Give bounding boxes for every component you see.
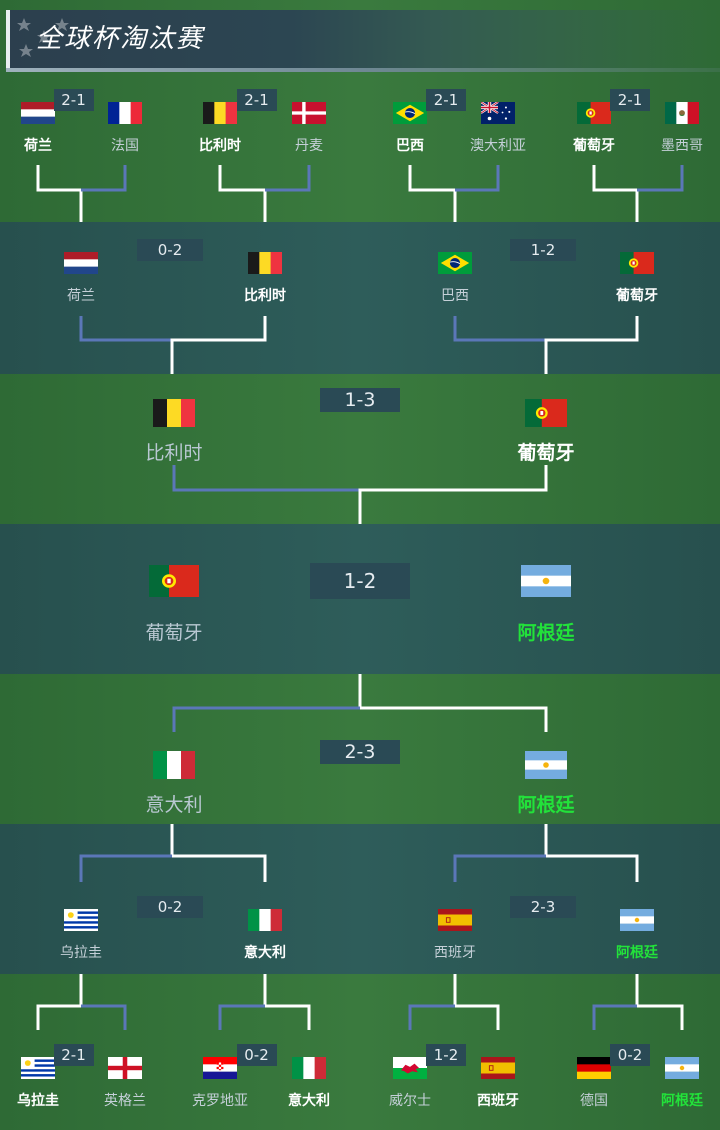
flag-pt-icon	[577, 102, 611, 124]
flag-fr-icon	[108, 102, 142, 124]
match-score: 0-2	[137, 239, 203, 261]
flag-ar-icon	[521, 565, 571, 597]
team-name: 阿根廷	[661, 1092, 703, 1109]
match-score: 2-1	[53, 89, 94, 111]
team-name: 比利时	[244, 287, 286, 304]
team-name: 荷兰	[24, 137, 52, 154]
team-name: 德国	[580, 1092, 608, 1109]
team-name: 法国	[111, 137, 139, 154]
team-name: 葡萄牙	[616, 287, 658, 304]
team-name: 阿根廷	[616, 944, 658, 961]
flag-au-icon	[481, 102, 515, 124]
flag-ar-icon	[525, 751, 567, 779]
team-name: 西班牙	[434, 944, 476, 961]
flag-mx-icon	[665, 102, 699, 124]
stars-decoration	[17, 18, 69, 57]
flag-br-icon	[438, 252, 472, 274]
flag-ar-icon	[620, 909, 654, 931]
team-name: 意大利	[145, 793, 203, 816]
flag-be-icon	[248, 252, 282, 274]
team-name: 荷兰	[67, 287, 95, 304]
match-score: 2-1	[426, 89, 466, 111]
flag-pt-icon	[620, 252, 654, 274]
team-name: 意大利	[288, 1092, 330, 1109]
flag-pt-icon	[525, 399, 567, 427]
team-name: 丹麦	[295, 137, 323, 154]
flag-it-icon	[292, 1057, 326, 1079]
flag-ar-icon	[665, 1057, 699, 1079]
flag-br-icon	[393, 102, 427, 124]
team-name: 葡萄牙	[573, 137, 615, 154]
team-name: 巴西	[396, 137, 424, 154]
final-band	[0, 524, 720, 674]
team-name: 比利时	[145, 441, 203, 464]
match-score: 0-2	[236, 1044, 277, 1066]
flag-pt-icon	[149, 565, 199, 597]
team-name: 威尔士	[389, 1092, 431, 1109]
header-accent-bar	[6, 10, 10, 72]
flag-uy-icon	[64, 909, 98, 931]
flag-it-icon	[248, 909, 282, 931]
quarterfinal-bottom-band	[0, 824, 720, 974]
flag-it-icon	[153, 751, 195, 779]
quarterfinal-top-band	[0, 222, 720, 374]
round-of-16-bottom-band	[0, 974, 720, 1130]
team-name: 英格兰	[104, 1092, 146, 1109]
page-title: 全球杯淘汰赛	[36, 24, 205, 54]
match-score: 2-3	[510, 896, 576, 918]
match-score: 1-2	[310, 563, 410, 599]
team-name: 西班牙	[477, 1092, 519, 1109]
team-name: 阿根廷	[517, 793, 575, 816]
match-score: 2-1	[53, 1044, 94, 1066]
flag-dk-icon	[292, 102, 326, 124]
team-name: 巴西	[441, 287, 469, 304]
match-score: 1-2	[510, 239, 576, 261]
match-score: 2-1	[236, 89, 277, 111]
team-name: 澳大利亚	[470, 137, 526, 154]
flag-es-icon	[438, 909, 472, 931]
flag-nl-icon	[64, 252, 98, 274]
flag-hr-icon	[203, 1057, 237, 1079]
match-score: 0-2	[137, 896, 203, 918]
match-score: 2-1	[610, 89, 650, 111]
match-score: 0-2	[610, 1044, 650, 1066]
flag-de-icon	[577, 1057, 611, 1079]
header-bar	[6, 10, 720, 68]
team-name: 乌拉圭	[60, 944, 102, 961]
match-score: 1-2	[426, 1044, 466, 1066]
team-name: 阿根廷	[517, 621, 575, 644]
team-name: 克罗地亚	[192, 1092, 248, 1109]
flag-wa-icon	[393, 1057, 427, 1079]
flag-uy-icon	[21, 1057, 55, 1079]
match-score: 2-3	[320, 740, 400, 764]
team-name: 乌拉圭	[17, 1092, 59, 1109]
team-name: 墨西哥	[661, 137, 703, 154]
team-name: 比利时	[199, 137, 241, 154]
team-name: 葡萄牙	[145, 621, 203, 644]
team-name: 意大利	[244, 944, 286, 961]
team-name: 葡萄牙	[517, 441, 575, 464]
flag-nl-icon	[21, 102, 55, 124]
match-score: 1-3	[320, 388, 400, 412]
header-underline	[6, 68, 720, 72]
flag-be-icon	[203, 102, 237, 124]
flag-be-icon	[153, 399, 195, 427]
flag-en-icon	[108, 1057, 142, 1079]
flag-es-icon	[481, 1057, 515, 1079]
